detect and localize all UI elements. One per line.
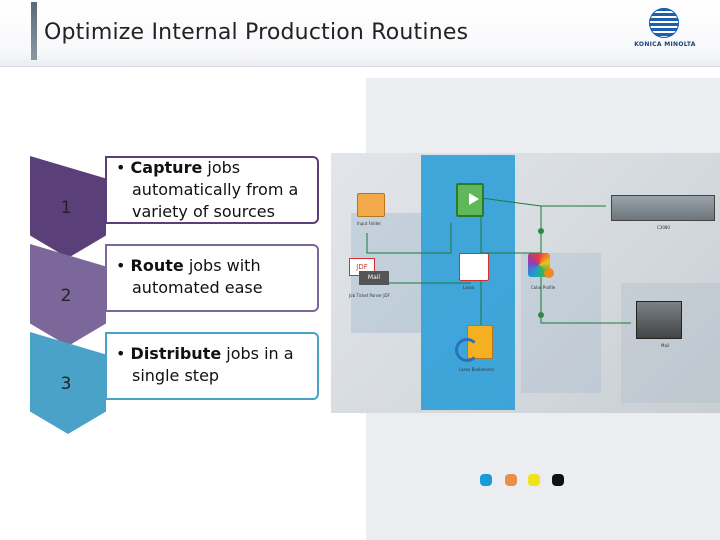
slide-title: Optimize Internal Production Routines xyxy=(44,20,469,45)
input-folder-label: Input Folder xyxy=(357,221,381,226)
orange-dot xyxy=(505,474,517,486)
connector-line xyxy=(480,197,606,207)
step-3-line1: jobs in a xyxy=(221,344,294,363)
gear-icon xyxy=(544,268,554,278)
step-2-number: 2 xyxy=(60,286,72,306)
step-1-number: 1 xyxy=(60,198,72,218)
step-1-line2: automatically from a xyxy=(132,180,299,199)
step-3-text: • Distribute jobs in a single step xyxy=(116,344,294,385)
c3080-label: C3080 xyxy=(657,225,670,230)
lasso-label: Lasso xyxy=(463,285,475,290)
step-3-keyword: Distribute xyxy=(130,344,222,363)
office-printer-icon xyxy=(636,301,682,339)
lasso-bookmarks-label: Lasso Bookmarks xyxy=(459,367,494,372)
step-1-line3: variety of sources xyxy=(132,202,275,221)
step-2-box xyxy=(105,244,319,312)
connector-line xyxy=(540,206,631,324)
step-2-keyword: Route xyxy=(130,256,184,275)
title-bar xyxy=(0,0,720,67)
step-3-line2: single step xyxy=(132,366,220,385)
step-3-number: 3 xyxy=(60,374,72,394)
step-2-line2: automated ease xyxy=(132,278,263,297)
blue-dot xyxy=(480,474,492,486)
connector-node xyxy=(538,312,544,318)
black-dot xyxy=(552,474,564,486)
logo-text: KONICA MINOLTA xyxy=(634,41,696,48)
connector-node xyxy=(538,228,544,234)
yellow-dot xyxy=(528,474,540,486)
title-accent-bar xyxy=(31,2,37,60)
production-printer-icon xyxy=(611,195,715,221)
step-3-box xyxy=(105,332,319,400)
refresh-arrow-icon xyxy=(455,338,479,362)
lasso-card-icon xyxy=(459,253,489,281)
arrow-right-icon xyxy=(469,193,479,205)
step-1-keyword: Capture xyxy=(130,158,203,177)
mail-printer-label: Mail xyxy=(661,343,670,348)
connector-line xyxy=(366,223,452,254)
step-1-text: • Capture jobs automatically from a vari… xyxy=(116,158,299,221)
step-1-line1: jobs xyxy=(202,158,241,177)
folder-icon xyxy=(357,193,385,217)
mail-envelope-icon: Mail xyxy=(359,271,389,285)
konica-minolta-logo-icon xyxy=(649,8,679,38)
workflow-connectors xyxy=(366,197,631,348)
step-1-box xyxy=(105,156,319,224)
jdf-parser-label: Job Ticket Parser JDF xyxy=(349,293,390,298)
workflow-image: Input Folder JDF Mail Job Ticket Parser … xyxy=(331,153,720,413)
step-2-text: • Route jobs with automated ease xyxy=(116,256,263,297)
step-2-line1: jobs with xyxy=(183,256,261,275)
color-profile-label: Color Profile xyxy=(531,285,556,290)
